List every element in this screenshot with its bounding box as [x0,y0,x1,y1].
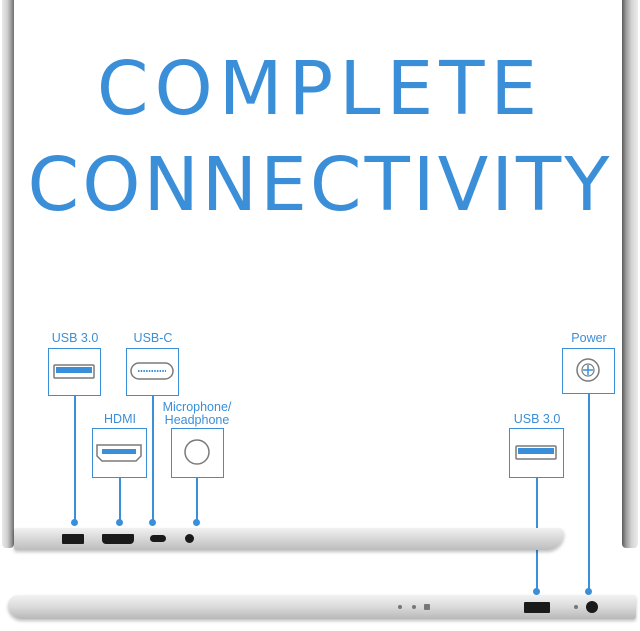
audio-jack-dot [193,519,200,526]
indicator-light [412,605,416,609]
power-callout [562,348,615,394]
laptop-right-side [8,595,636,619]
hdmi-label: HDMI [104,412,136,426]
usb3-left-callout [48,348,101,396]
power-dot [585,588,592,595]
headline-line-2: CONNECTIVITY [27,142,613,228]
usbc-label: USB-C [133,331,173,345]
usb-a-port-icon [53,364,95,379]
usb3-left-dot [71,519,78,526]
audio-jack-slot [185,534,194,543]
usb3-left-label: USB 3.0 [51,331,99,345]
mic-label-line-1: Microphone/ [162,400,232,414]
power-jack-slot [586,601,598,613]
usb-c-port-icon [130,362,174,380]
usb3-right-label: USB 3.0 [513,412,561,426]
usb-a-slot [524,602,550,613]
usb-a-slot [62,534,84,544]
power-leader [588,394,590,592]
audio-jack-leader [196,478,198,522]
laptop-lid-left-edge [2,0,14,548]
hdmi-port-icon [96,444,142,462]
audio-jack-icon [184,439,210,465]
hdmi-callout [92,428,147,478]
indicator-light [398,605,402,609]
laptop-lid-right-edge [622,0,638,548]
charge-indicator [574,605,578,609]
power-label: Power [571,331,607,345]
usb-a-port-icon [515,445,557,460]
usb3-right-callout [509,428,564,478]
hdmi-leader [119,478,121,522]
indicator-light [424,604,430,610]
headline-line-1: COMPLETE [96,46,544,132]
hdmi-dot [116,519,123,526]
usb3-right-dot [533,588,540,595]
power-jack-icon [576,358,600,382]
hdmi-slot [102,534,134,544]
usbc-dot [149,519,156,526]
usbc-callout [126,348,179,396]
usb-c-slot [150,535,166,542]
usbc-leader [152,396,154,522]
usb3-left-leader [74,396,76,522]
mic-label-line-2: Headphone [164,413,230,427]
audio-jack-callout [171,428,224,478]
laptop-left-side [14,528,564,550]
